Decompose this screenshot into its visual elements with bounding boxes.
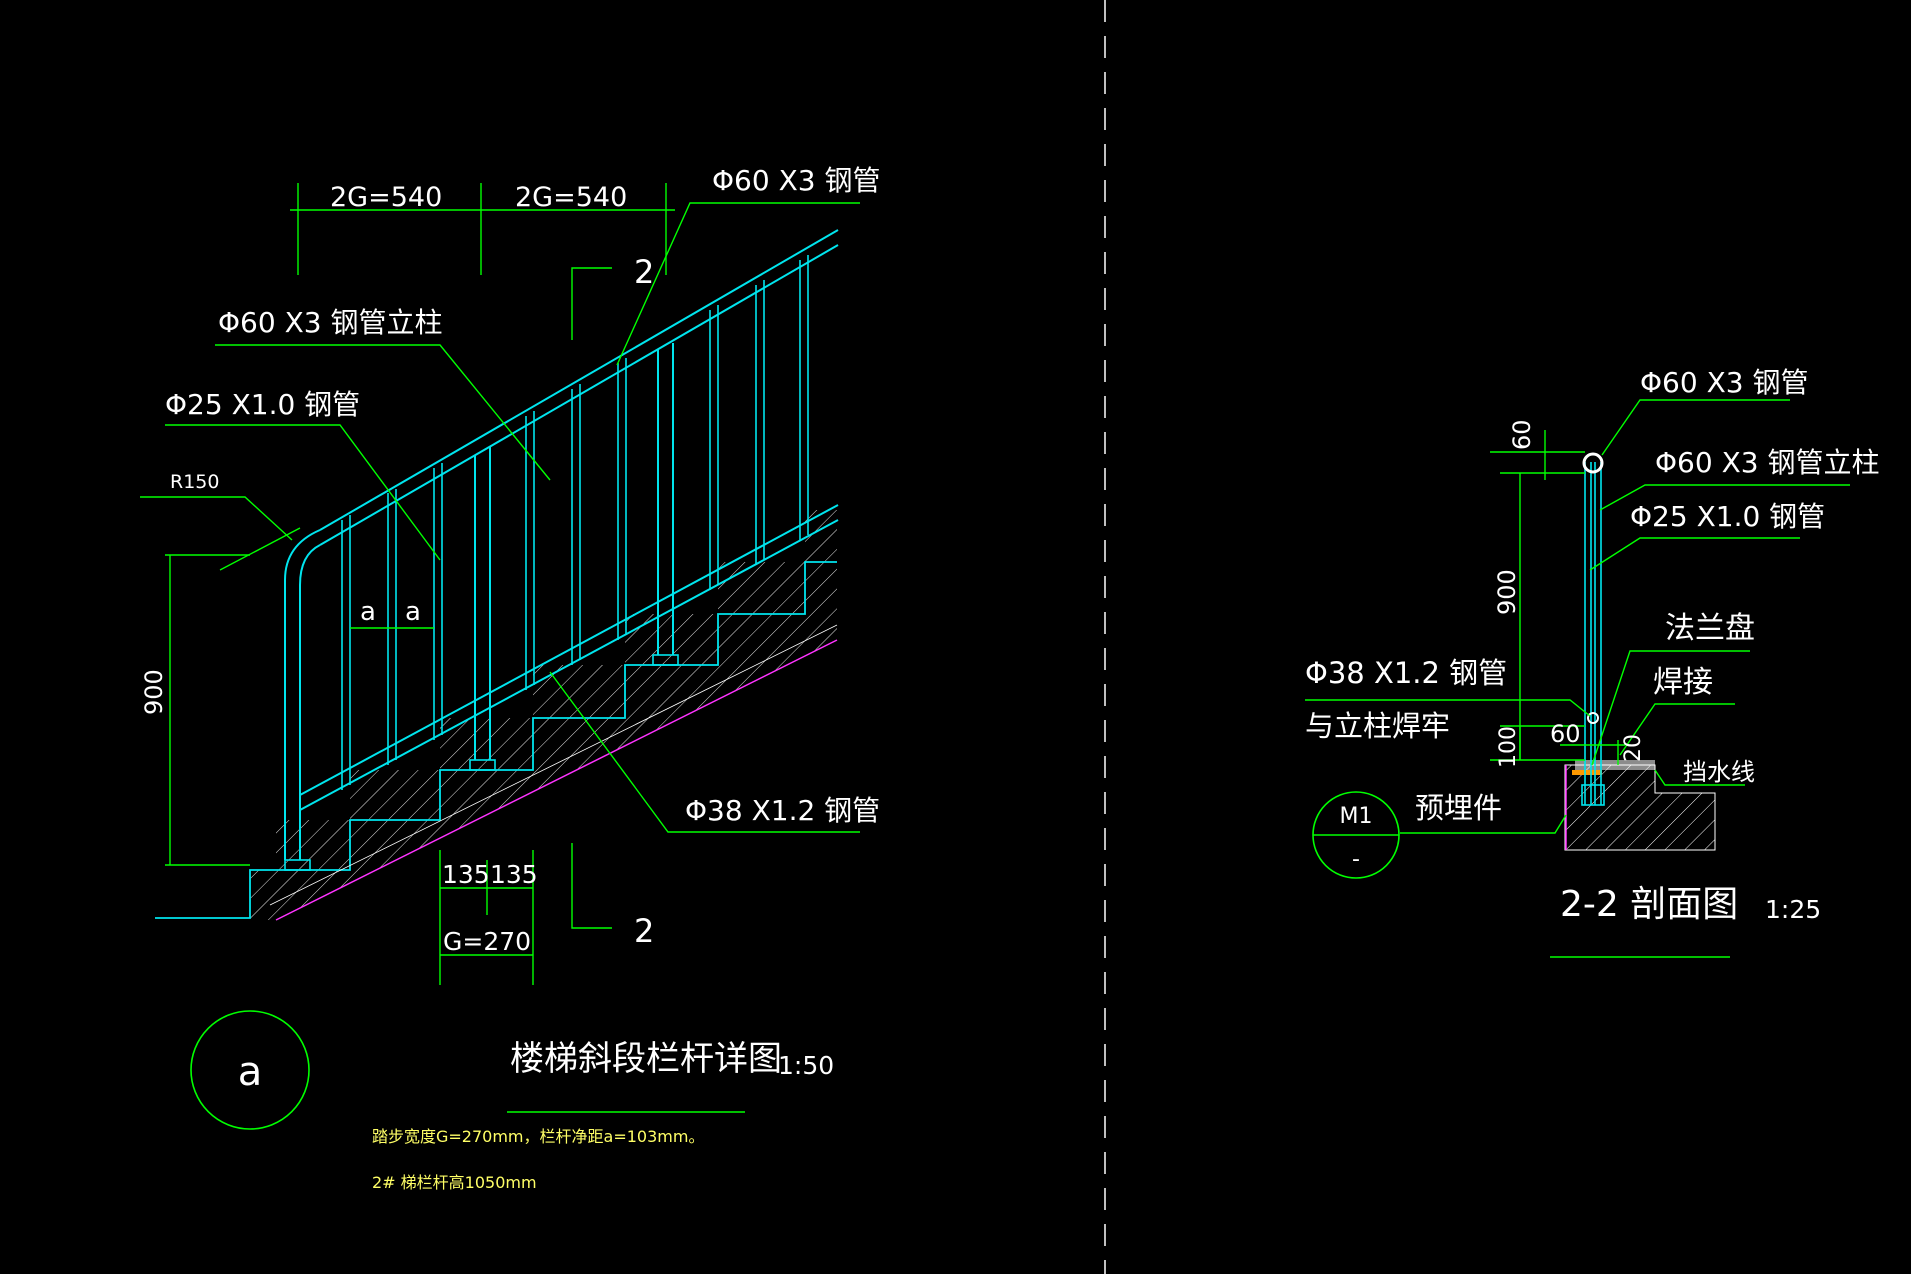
label-baluster: Φ25 X1.0 钢管 — [165, 388, 360, 421]
bottom-rail-top-edge — [299, 504, 839, 796]
section-label-flange: 法兰盘 — [1665, 611, 1755, 646]
label-post: Φ60 X3 钢管立柱 — [218, 306, 442, 339]
section-post-base — [1581, 784, 1605, 806]
stair-slab-hatch — [250, 510, 837, 920]
handrail-radius-bend-inner — [299, 544, 321, 860]
embed-symbol-bottom: - — [1352, 847, 1360, 872]
section-mark-bottom: 2 — [634, 912, 654, 950]
section-dim-20: 20 — [1621, 734, 1646, 762]
section-bottom-rail-circle — [1587, 712, 1599, 724]
dim-step-total: G=270 — [443, 927, 531, 956]
dim-top-1: 2G=540 — [330, 182, 442, 213]
section-label-bottom-rail: Φ38 X1.2 钢管 — [1305, 656, 1507, 690]
embed-symbol-top: M1 — [1340, 804, 1373, 829]
section-label-post: Φ60 X3 钢管立柱 — [1655, 446, 1879, 479]
section-title: 2-2 剖面图 — [1560, 884, 1738, 925]
dim-step-2: 135 — [490, 860, 538, 889]
balusters — [341, 255, 809, 790]
section-dim-60-side: 60 — [1550, 720, 1581, 748]
section-dim-100: 100 — [1496, 726, 1521, 768]
left-dimensions — [140, 183, 860, 985]
section-label-baluster: Φ25 X1.0 钢管 — [1630, 500, 1825, 533]
handrail-top-edge — [319, 229, 839, 531]
detail-symbol-circle — [190, 1010, 310, 1130]
section-label-weld: 焊接 — [1653, 665, 1713, 700]
stair-soffit-line — [275, 639, 838, 921]
section-scale: 1:25 — [1765, 895, 1821, 924]
stair-detail-view: 2G=540 2G=540 Φ60 X3 钢管 Φ60 X3 钢管立柱 Φ25 … — [140, 164, 880, 1192]
left-scale: 1:50 — [778, 1051, 834, 1080]
section-dim-900: 900 — [1493, 569, 1521, 615]
dim-top-2: 2G=540 — [515, 182, 627, 213]
section-label-drip: 挡水线 — [1683, 758, 1755, 786]
label-radius: R150 — [170, 471, 219, 493]
note-1: 踏步宽度G=270mm，栏杆净距a=103mm。 — [372, 1127, 704, 1146]
section-2-2-view: Φ60 X3 钢管 Φ60 X3 钢管立柱 Φ25 X1.0 钢管 法兰盘 焊接… — [1305, 366, 1879, 958]
section-dimensions — [1305, 399, 1850, 834]
dim-step-1: 135 — [442, 860, 490, 889]
note-2: 2# 梯栏杆高1050mm — [372, 1173, 537, 1192]
dim-height: 900 — [140, 669, 168, 715]
section-label-handrail: Φ60 X3 钢管 — [1640, 366, 1808, 399]
flange-weld — [1572, 770, 1602, 775]
section-mark-top: 2 — [634, 253, 654, 291]
main-posts — [474, 343, 674, 760]
handrail-radius-bend — [284, 529, 321, 860]
left-title: 楼梯斜段栏杆详图 — [510, 1039, 782, 1079]
post-bases — [284, 654, 679, 871]
dim-gap-a2: a — [405, 597, 421, 627]
label-bottom-rail: Φ38 X1.2 钢管 — [685, 794, 880, 827]
detail-symbol-text: a — [238, 1049, 263, 1095]
handrail-bottom-edge — [319, 244, 839, 546]
section-dim-60-top: 60 — [1508, 419, 1536, 450]
section-label-embed: 预埋件 — [1415, 791, 1502, 825]
stair-soffit-inner — [269, 624, 838, 906]
section-post — [1584, 462, 1602, 805]
bottom-rail-bottom-edge — [299, 519, 839, 811]
dim-gap-a1: a — [360, 597, 376, 627]
drip-strip — [1575, 760, 1655, 770]
section-label-bottom-rail-2: 与立柱焊牢 — [1305, 709, 1450, 743]
label-handrail: Φ60 X3 钢管 — [712, 164, 880, 197]
section-handrail-circle — [1582, 452, 1604, 474]
